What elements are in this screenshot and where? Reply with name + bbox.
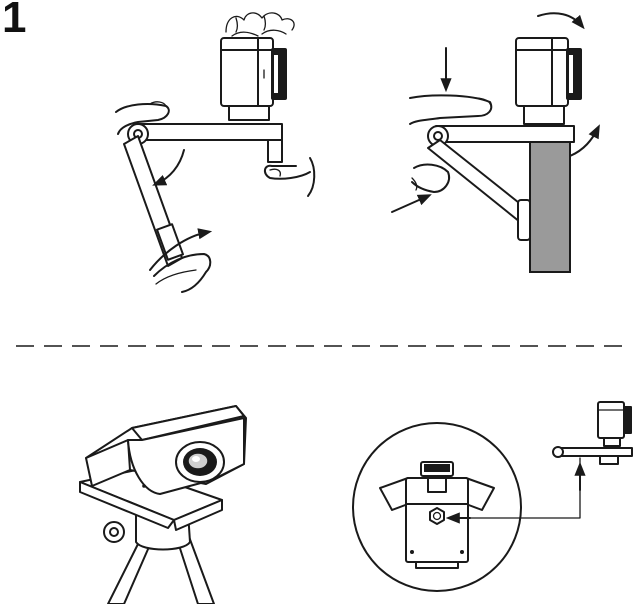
- panel-mount-on-monitor: [392, 13, 598, 272]
- screw-thread-icon: [430, 508, 444, 524]
- rotate-arrow-icon: [156, 150, 184, 184]
- webcam-icon: [553, 402, 632, 464]
- panel-tripod-mount: [80, 406, 246, 604]
- monitor-edge: [530, 138, 570, 272]
- webcam-icon: [516, 38, 582, 124]
- step-number: 1: [2, 0, 26, 40]
- rotate-arrow-icon: [538, 13, 582, 26]
- push-arrow-icon: [392, 196, 428, 212]
- hand-pinch-icon: [226, 13, 294, 36]
- panel-fold-clip: [116, 13, 314, 292]
- panel-tripod-thread-detail: [353, 402, 632, 591]
- webcam-icon: [221, 38, 287, 120]
